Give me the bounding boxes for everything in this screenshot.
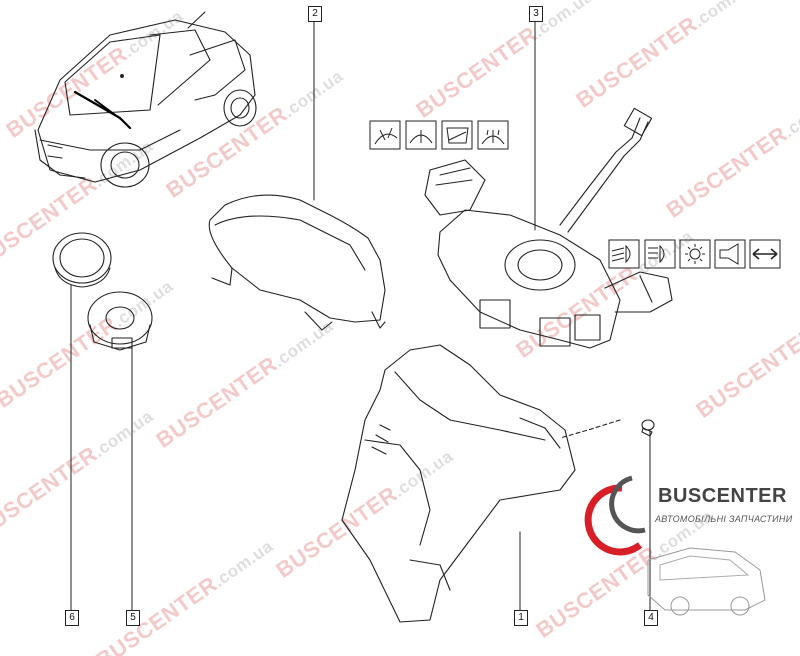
multifunction-switch	[424, 107, 673, 349]
ring-6	[52, 232, 112, 288]
rear-window-icon	[441, 120, 473, 150]
logo-subtitle: АВТОМОБІЛЬНІ ЗАПЧАСТИНИ	[655, 514, 793, 524]
wiper-icon-row	[369, 120, 509, 150]
callout-1[interactable]: 1	[514, 610, 528, 626]
wiper-wash-icon	[405, 120, 437, 150]
low-beam-icon	[608, 239, 640, 269]
callout-5[interactable]: 5	[126, 610, 140, 626]
callout-3[interactable]: 3	[529, 6, 543, 22]
callout-2[interactable]: 2	[308, 6, 322, 22]
callout-6[interactable]: 6	[65, 610, 79, 626]
buscenter-logo	[584, 475, 766, 616]
parking-light-icon	[679, 239, 711, 269]
horn-icon	[714, 239, 746, 269]
callout-4[interactable]: 4	[644, 610, 658, 626]
car-illustration	[34, 11, 257, 188]
turn-signal-icon	[749, 239, 781, 269]
wiper-intermittent-icon	[369, 120, 401, 150]
horn-disc-5	[87, 291, 153, 351]
steering-column-cowl-lower	[341, 344, 576, 623]
screw-4	[559, 419, 655, 439]
high-beam-icon	[644, 239, 676, 269]
steering-column-cowl-upper	[208, 194, 386, 331]
logo-name: BUSCENTER	[658, 485, 787, 507]
rear-wiper-icon	[477, 120, 509, 150]
leader-lines	[70, 19, 651, 611]
light-icon-row	[608, 239, 781, 269]
